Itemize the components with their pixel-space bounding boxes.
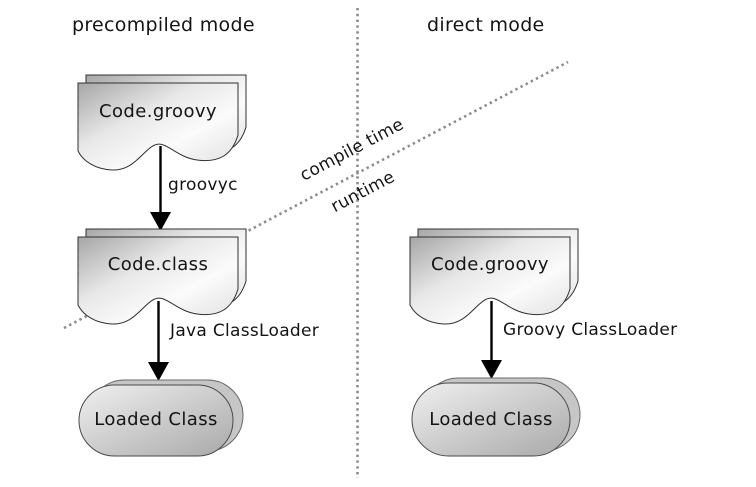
stadium-shape-loaded-right xyxy=(411,377,581,457)
edge-label-groovyc: groovyc xyxy=(168,175,238,195)
section-title-precompiled-mode: precompiled mode xyxy=(72,14,255,36)
document-label-source-right: Code.groovy xyxy=(431,254,549,275)
arrow-compile xyxy=(150,146,171,231)
stadium-label-loaded-left: Loaded Class xyxy=(94,409,218,430)
arrow-java-classloader xyxy=(148,301,169,381)
edge-label-java-classloader: Java ClassLoader xyxy=(170,321,320,341)
document-label-source-left: Code.groovy xyxy=(99,101,217,122)
section-title-direct-mode: direct mode xyxy=(427,14,545,36)
stadium-shape-loaded-left xyxy=(78,379,244,457)
edge-label-groovy-classloader: Groovy ClassLoader xyxy=(503,320,678,340)
arrow-groovy-classloader xyxy=(481,301,502,379)
stadium-label-loaded-right: Loaded Class xyxy=(429,409,553,430)
document-label-compiled: Code.class xyxy=(107,254,209,275)
